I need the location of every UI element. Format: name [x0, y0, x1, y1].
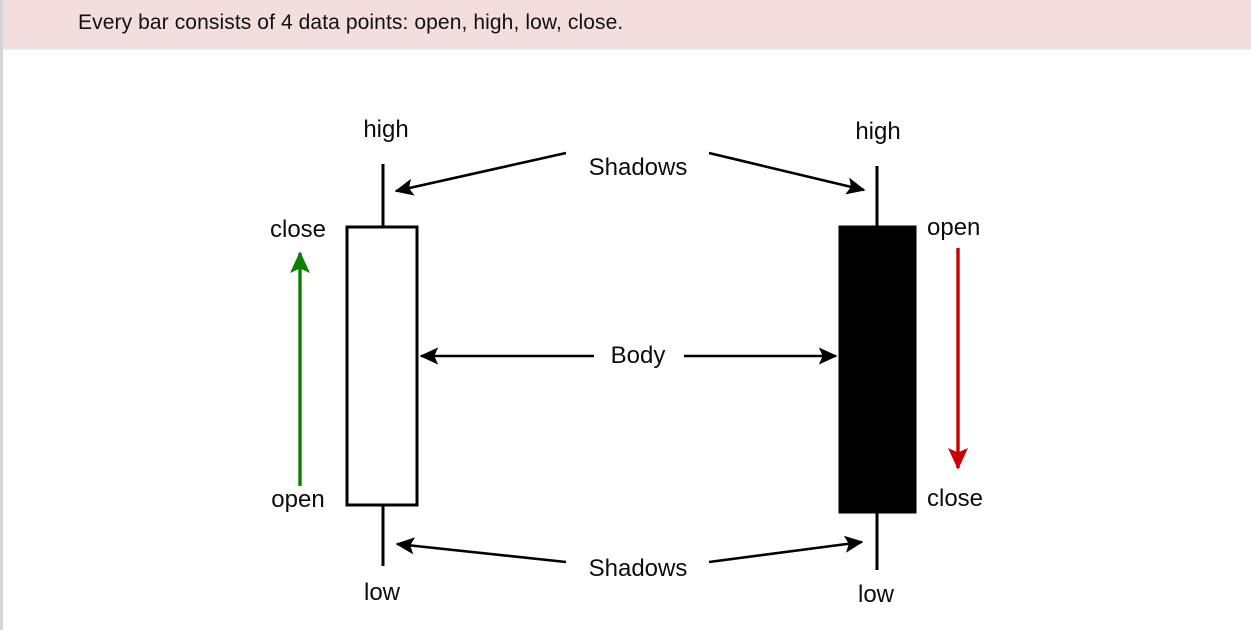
bearish-candle: [838, 166, 917, 570]
shadows-bottom-right-arrow: [708, 535, 864, 564]
shadows-top-label: Shadows: [588, 154, 688, 181]
shadows-top-left-arrow: [394, 151, 567, 196]
bullish-body: [345, 225, 419, 507]
bullish-low-label: low: [363, 579, 401, 606]
shadows-top-right-arrow: [708, 151, 866, 195]
bullish-high-label: high: [363, 116, 409, 143]
bullish-open-label: open: [271, 486, 325, 513]
body-label: Body: [610, 342, 666, 369]
diagram-vector-layer: [289, 151, 969, 570]
slide-left-rule: [0, 0, 3, 630]
shadows-bottom-left-arrow: [395, 537, 567, 564]
bearish-open-label: open: [927, 214, 981, 241]
bearish-low-label: low: [857, 581, 895, 608]
bearish-close-label: close: [927, 485, 984, 512]
header-banner: [3, 0, 1251, 48]
bearish-body: [838, 225, 917, 514]
bullish-close-label: close: [269, 216, 327, 243]
bearish-high-label: high: [855, 118, 901, 145]
page-title: Every bar consists of 4 data points: ope…: [78, 11, 624, 34]
candlestick-diagram: high low close open high low open close …: [0, 50, 1251, 630]
header-divider: [3, 48, 1251, 50]
bullish-candle: [345, 164, 419, 566]
shadows-bottom-label: Shadows: [588, 555, 688, 582]
